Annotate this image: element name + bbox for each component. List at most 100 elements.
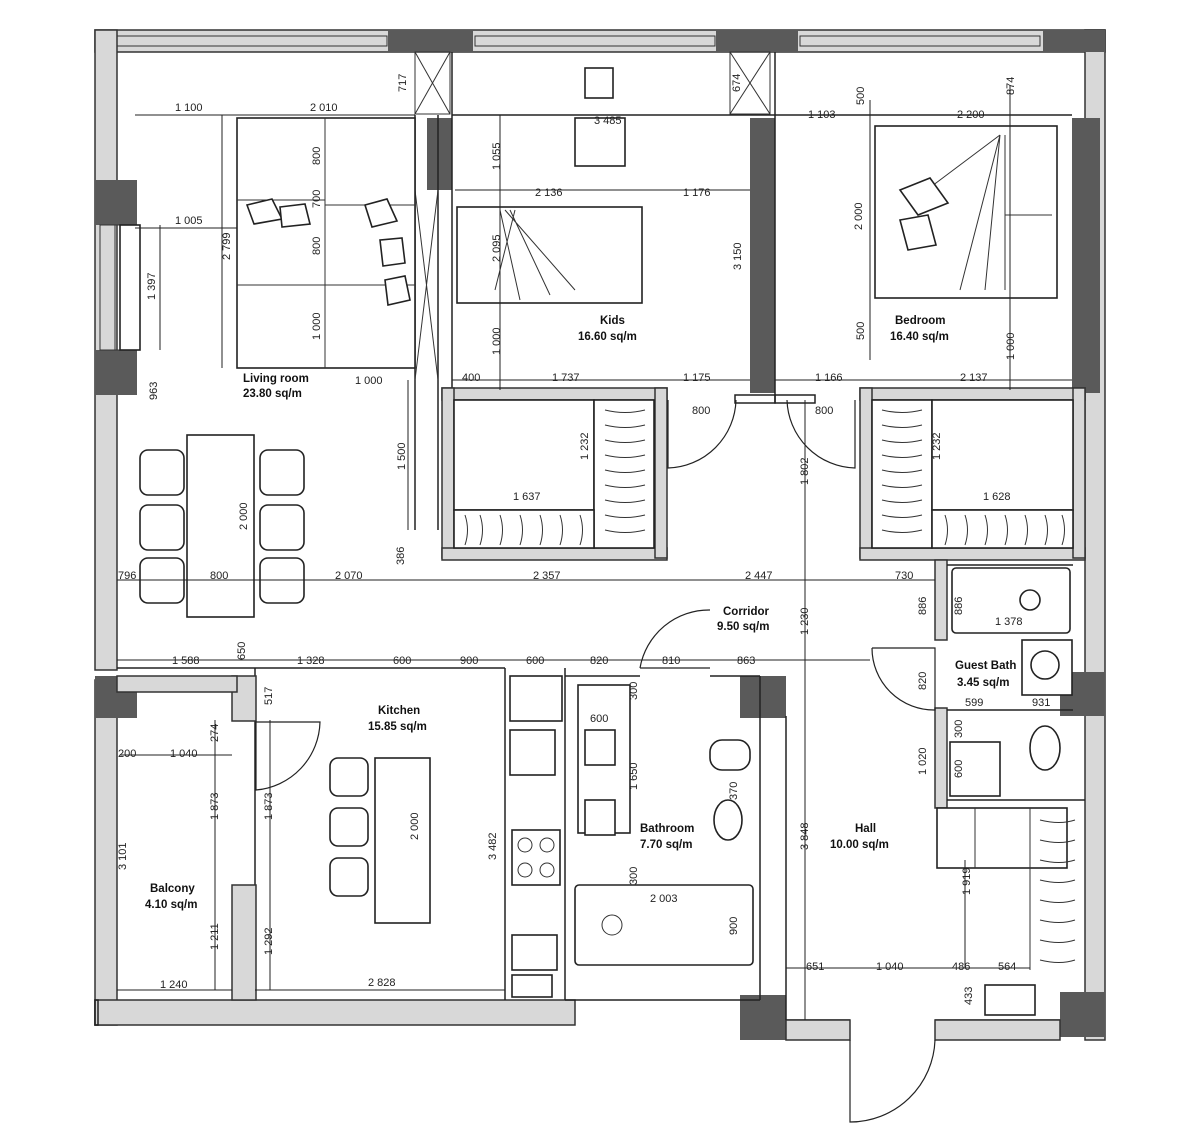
furniture: [119, 67, 1076, 1016]
dim-label: 2 000: [853, 202, 865, 230]
dim-label: 1 397: [146, 272, 158, 300]
dim-label: 1 588: [172, 655, 200, 667]
kitchen-name: Kitchen: [378, 705, 420, 717]
dim-label: 2 070: [335, 570, 363, 582]
dim-label: 820: [590, 655, 608, 667]
kids-room-name: Kids: [600, 315, 625, 327]
bathroom-name: Bathroom: [640, 823, 694, 835]
dim-label: 863: [737, 655, 755, 667]
dim-label: 2 828: [368, 977, 396, 989]
dim-label: 886: [953, 597, 965, 615]
guest-bath-name: Guest Bath: [955, 660, 1016, 672]
dim-label: 1 175: [683, 372, 711, 384]
dim-label: 300: [628, 867, 640, 885]
dim-label: 2 447: [745, 570, 773, 582]
dim-label: 600: [526, 655, 544, 667]
dim-label: 800: [692, 405, 710, 417]
hall-name: Hall: [855, 823, 876, 835]
balcony-name: Balcony: [150, 883, 195, 895]
dim-label: 1 873: [209, 792, 221, 820]
dim-label: 1 240: [160, 979, 188, 991]
living-room-name: Living room: [243, 373, 309, 385]
dim-label: 564: [998, 961, 1016, 973]
dim-label: 2 137: [960, 372, 988, 384]
room-labels: Living room 23.80 sq/m Kids 16.60 sq/m B…: [145, 315, 1016, 911]
bedroom-area: 16.40 sq/m: [890, 331, 949, 343]
dim-label: 2 000: [238, 502, 250, 530]
dim-label: 500: [855, 322, 867, 340]
living-room-area: 23.80 sq/m: [243, 388, 302, 400]
dim-label: 433: [963, 987, 975, 1005]
dim-label: 1 232: [931, 432, 943, 460]
dim-label: 651: [806, 961, 824, 973]
dim-label: 650: [236, 642, 248, 660]
dim-label: 1 650: [628, 762, 640, 790]
dim-label: 1 628: [983, 491, 1011, 503]
dim-label: 1 378: [995, 616, 1023, 628]
dim-label: 800: [815, 405, 833, 417]
dim-label: 200: [118, 748, 136, 760]
dim-label: 820: [917, 672, 929, 690]
outer-walls: [94, 29, 1106, 1041]
dim-label: 600: [393, 655, 411, 667]
hall-area: 10.00 sq/m: [830, 839, 889, 851]
dimension-labels: 1 100 2 010 717 3 485 674 1 103 500 2 20…: [117, 74, 1050, 1005]
dim-label: 3 848: [799, 822, 811, 850]
dim-label: 1 637: [513, 491, 541, 503]
dim-label: 2 799: [221, 232, 233, 260]
guest-bath-area: 3.45 sq/m: [957, 677, 1009, 689]
dim-label: 963: [148, 382, 160, 400]
dim-label: 931: [1032, 697, 1050, 709]
bedroom-name: Bedroom: [895, 315, 945, 327]
corridor-name: Corridor: [723, 606, 770, 618]
dim-label: 3 482: [487, 832, 499, 860]
dim-label: 1 176: [683, 187, 711, 199]
dim-label: 886: [917, 597, 929, 615]
dim-label: 2 200: [957, 109, 985, 121]
dim-label: 796: [118, 570, 136, 582]
dim-label: 900: [728, 917, 740, 935]
dim-label: 400: [462, 372, 480, 384]
dim-label: 3 150: [732, 242, 744, 270]
kids-room-area: 16.60 sq/m: [578, 331, 637, 343]
dim-label: 800: [311, 237, 323, 255]
bathroom-area: 7.70 sq/m: [640, 839, 692, 851]
dim-label: 600: [590, 713, 608, 725]
kitchen-area: 15.85 sq/m: [368, 721, 427, 733]
dim-label: 1 500: [396, 442, 408, 470]
dim-label: 1 328: [297, 655, 325, 667]
dim-label: 370: [728, 782, 740, 800]
dim-label: 486: [952, 961, 970, 973]
dim-label: 274: [209, 724, 221, 742]
dim-label: 1 100: [175, 102, 203, 114]
dim-label: 517: [263, 687, 275, 705]
dimension-lines: [117, 85, 1072, 1020]
dim-label: 800: [311, 147, 323, 165]
dim-label: 3 101: [117, 842, 129, 870]
dim-label: 1 000: [355, 375, 383, 387]
corridor-area: 9.50 sq/m: [717, 621, 769, 633]
dim-label: 700: [311, 190, 323, 208]
dim-label: 1 000: [1005, 332, 1017, 360]
dim-label: 1 000: [491, 327, 503, 355]
balcony-area: 4.10 sq/m: [145, 899, 197, 911]
dim-label: 1 232: [579, 432, 591, 460]
dim-label: 300: [953, 720, 965, 738]
dim-label: 1 055: [491, 142, 503, 170]
dim-label: 1 020: [917, 747, 929, 775]
dim-label: 2 000: [409, 812, 421, 840]
doors: [255, 399, 936, 1123]
dim-label: 500: [855, 87, 867, 105]
dim-label: 386: [395, 547, 407, 565]
partitions: [116, 51, 1086, 1041]
dim-label: 810: [662, 655, 680, 667]
dim-label: 1 166: [815, 372, 843, 384]
dim-label: 1 040: [170, 748, 198, 760]
dim-label: 1 873: [263, 792, 275, 820]
dim-label: 1 919: [961, 867, 973, 895]
dim-label: 1 292: [263, 927, 275, 955]
dim-label: 2 010: [310, 102, 338, 114]
dim-label: 2 095: [491, 234, 503, 262]
dim-label: 2 136: [535, 187, 563, 199]
